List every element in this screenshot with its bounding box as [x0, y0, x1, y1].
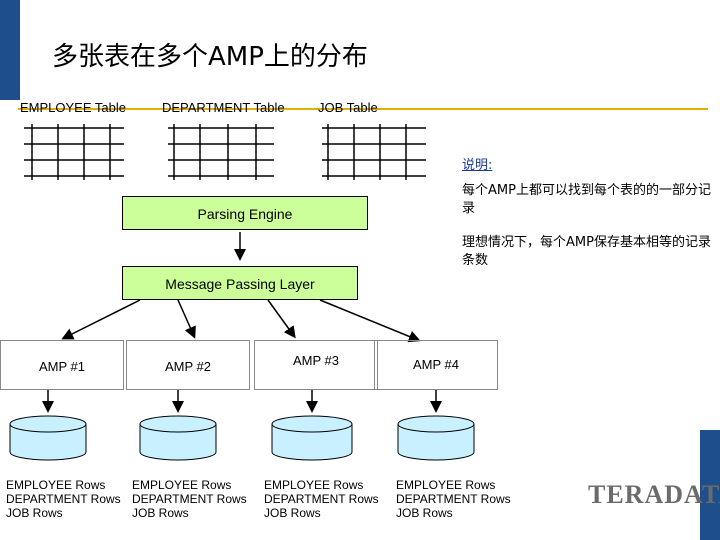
- title-divider: [18, 108, 708, 110]
- note-line-2: 理想情况下，每个AMP保存基本相等的记录条数: [462, 235, 711, 268]
- amp1-label: AMP #1: [38, 359, 85, 374]
- rows-label: JOB Rows: [132, 506, 189, 520]
- mpl-to-amp2-arrow: [177, 299, 196, 339]
- job-table-label: JOB Table: [318, 100, 378, 115]
- rows-label: EMPLOYEE Rows: [6, 478, 106, 492]
- page-title: 多张表在多个AMP上的分布: [52, 42, 368, 72]
- message-passing-layer-box: Message Passing Layer: [122, 266, 358, 300]
- disk-icon: [397, 415, 475, 461]
- disk-icon: [271, 415, 353, 461]
- amp3-label: AMP #3: [292, 353, 339, 368]
- note-line-1: 每个AMP上都可以找到每个表的的一部分记录: [462, 183, 711, 216]
- teradata-logo: TERADATA: [588, 480, 720, 509]
- amp2-rows: EMPLOYEE Rows DEPARTMENT Rows JOB Rows: [132, 478, 247, 520]
- mpl-to-amp4-arrow: [319, 299, 421, 343]
- rows-label: JOB Rows: [264, 506, 321, 520]
- amp1-rows: EMPLOYEE Rows DEPARTMENT Rows JOB Rows: [6, 478, 121, 520]
- department-table-label: DEPARTMENT Table: [162, 100, 285, 115]
- amp4-box: AMP #4: [374, 340, 498, 390]
- right-accent-bar: [700, 430, 720, 540]
- mpl-to-amp3-arrow: [267, 299, 296, 339]
- job-table-grid: [322, 124, 426, 180]
- rows-label: EMPLOYEE Rows: [264, 478, 364, 492]
- mpl-to-amp1-arrow: [61, 299, 141, 340]
- notes-title-link[interactable]: 说明:: [462, 158, 493, 173]
- amp4-rows: EMPLOYEE Rows DEPARTMENT Rows JOB Rows: [396, 478, 511, 520]
- rows-label: EMPLOYEE Rows: [396, 478, 496, 492]
- rows-label: DEPARTMENT Rows: [264, 492, 379, 506]
- disk-icon: [139, 415, 217, 461]
- rows-label: EMPLOYEE Rows: [132, 478, 232, 492]
- left-accent-bar: [0, 0, 20, 100]
- department-table-grid: [168, 124, 274, 180]
- employee-table-grid: [24, 124, 124, 180]
- amp2-box: AMP #2: [126, 340, 250, 390]
- disk-icon: [9, 415, 87, 461]
- rows-label: DEPARTMENT Rows: [132, 492, 247, 506]
- rows-label: JOB Rows: [396, 506, 453, 520]
- rows-label: DEPARTMENT Rows: [6, 492, 121, 506]
- amp2-label: AMP #2: [164, 359, 211, 374]
- rows-label: DEPARTMENT Rows: [396, 492, 511, 506]
- rows-label: JOB Rows: [6, 506, 63, 520]
- amp4-label: AMP #4: [412, 357, 459, 372]
- employee-table-label: EMPLOYEE Table: [20, 100, 126, 115]
- amp1-box: AMP #1: [0, 340, 124, 390]
- amp3-box: AMP #3: [254, 340, 378, 390]
- parsing-engine-box: Parsing Engine: [122, 196, 368, 230]
- amp3-rows: EMPLOYEE Rows DEPARTMENT Rows JOB Rows: [264, 478, 379, 520]
